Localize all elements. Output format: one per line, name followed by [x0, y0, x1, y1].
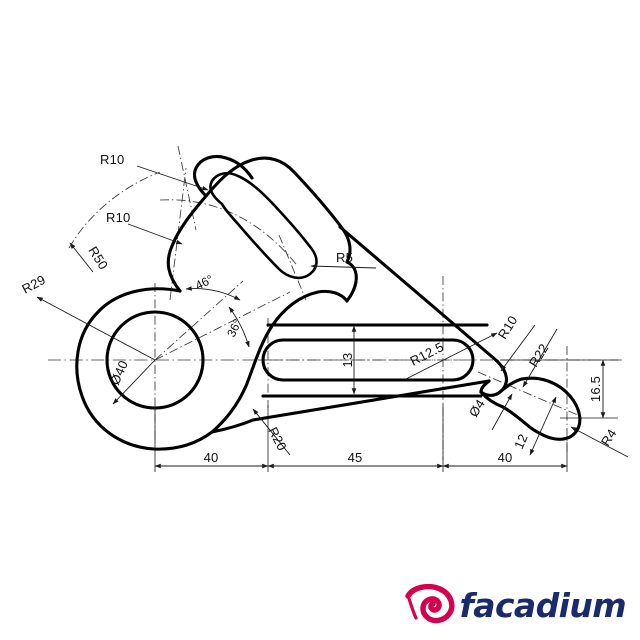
label-r4: R4: [598, 426, 620, 448]
dimline-12: [529, 396, 557, 456]
brand-wordmark: facadium: [459, 585, 627, 625]
leader-r50: [69, 242, 94, 273]
leader-d4: [491, 393, 513, 431]
outline-lobe-lower-edge: [501, 405, 545, 437]
label-angle-46: 46°: [193, 272, 216, 293]
label-d4: Ø4: [466, 397, 488, 420]
centerlines-group: [48, 145, 622, 460]
centerline-loop-axis-upper: [177, 145, 197, 231]
label-12: 12: [511, 432, 531, 452]
label-slot-13: 13: [340, 353, 355, 368]
leader-r10-top: [136, 165, 209, 191]
label-16-5: 16.5: [588, 376, 603, 402]
centerline-loop-arc: [159, 199, 297, 265]
arc-angle-36: [228, 306, 250, 348]
outline-neck-upper-fillet-r10: [498, 377, 524, 394]
outline-neck-lower-fillet: [479, 390, 505, 409]
label-r10-top: R10: [100, 152, 124, 167]
label-r5: R5: [336, 250, 353, 265]
label-r10-right: R10: [495, 313, 521, 342]
label-d40: Ø40: [107, 358, 131, 387]
arc-r50: [68, 171, 161, 249]
leader-r5: [310, 263, 377, 269]
spiral-swirl-icon: [404, 584, 454, 624]
centerline-r5-axis: [278, 234, 307, 301]
label-angle-36: 36°: [224, 317, 245, 340]
outline-fillet-r20: [210, 418, 255, 434]
arc-angle-46: [185, 286, 241, 301]
label-r20: R20: [265, 425, 289, 454]
leader-r12-5: [405, 332, 498, 380]
leader-r20: [252, 408, 291, 456]
label-r12-5: R12.5: [408, 339, 447, 369]
outline-loop-top-left-outer: [192, 154, 254, 198]
centerline-angle-36-ray: [154, 291, 291, 361]
label-r10-neck: R10: [106, 210, 130, 225]
brand-logo: facadium: [404, 582, 627, 628]
leader-r29: [36, 296, 156, 361]
outline-hook-tip-r5: [345, 260, 358, 303]
leader-r22: [522, 328, 558, 388]
outline-bottom-right-edge: [251, 379, 491, 422]
part-outline-group: [75, 154, 582, 451]
label-r29: R29: [19, 272, 48, 297]
label-45: 45: [348, 450, 363, 465]
leader-r10-neck: [127, 223, 183, 245]
outline-loop-inner: [209, 171, 318, 280]
label-40-right: 40: [498, 450, 513, 465]
centerline-lobe-axis: [477, 371, 581, 417]
annotations-group: R10 R50 R10 R29 Ø40 46° 36° R5: [19, 152, 629, 472]
label-40-left: 40: [204, 450, 219, 465]
leader-r10-right: [500, 324, 536, 372]
outline-hook-inner-lower: [210, 289, 349, 434]
outline-hub-outer-left: [75, 287, 214, 451]
leader-d40: [112, 359, 156, 405]
outline-lobe-upper-edge: [520, 376, 582, 441]
outline-center-slot: [261, 338, 475, 382]
leader-r4: [570, 426, 629, 458]
outline-top-right-edge: [338, 225, 499, 363]
